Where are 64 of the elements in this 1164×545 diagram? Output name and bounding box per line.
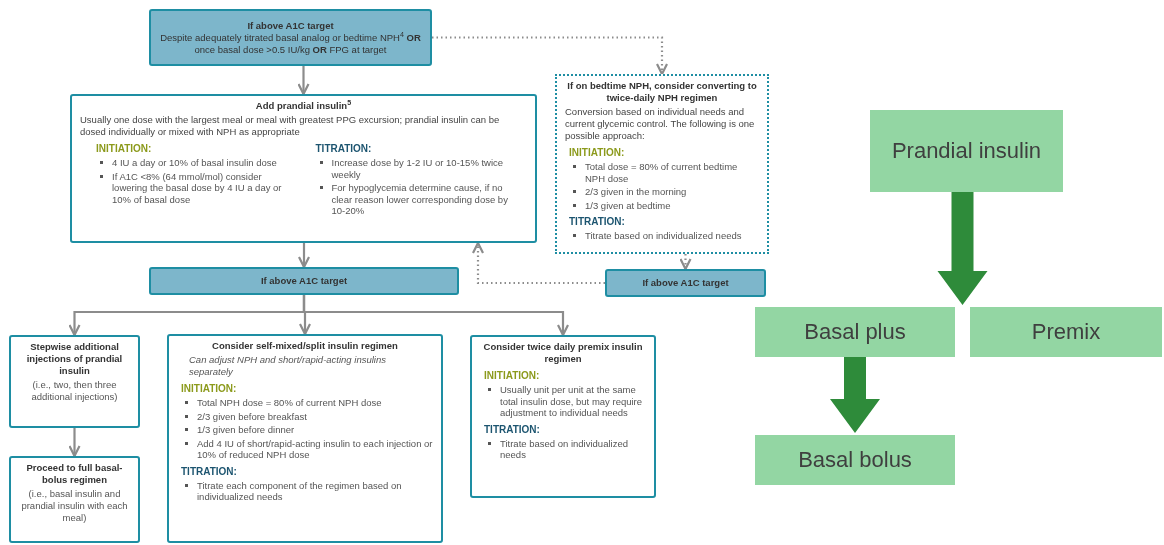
box-heading: Consider self-mixed/split insulin regimen bbox=[211, 340, 399, 352]
step-box bbox=[755, 307, 955, 357]
box-heading: Stepwise additional injections of prandial insulin bbox=[25, 341, 124, 377]
initiation-heading: INITIATION: bbox=[568, 146, 626, 159]
bullet-item: Increase dose by 1-2 IU or 10-15% twice weekly bbox=[319, 157, 515, 180]
titration-heading: TITRATION: bbox=[568, 215, 626, 228]
box-heading: If above A1C target bbox=[259, 275, 349, 287]
bullet-item: 2/3 given before breakfast bbox=[185, 410, 433, 422]
step-box bbox=[9, 335, 140, 428]
arrow bbox=[679, 254, 692, 271]
arrow bbox=[297, 243, 311, 269]
step-box bbox=[167, 334, 443, 543]
bullet-item: 2/3 given in the morning bbox=[573, 186, 759, 198]
condition-box bbox=[605, 269, 766, 297]
box-heading: If above A1C target bbox=[246, 19, 335, 32]
bullet-item: Usually unit per unit at the same total insulin dose, but may require adjustment to individual needs bbox=[488, 384, 646, 419]
initiation-heading: INITIATION: bbox=[180, 382, 238, 395]
bullet-item: Add 4 IU of short/rapid-acting insulin to each injection or 10% of reduced NPH dose bbox=[185, 437, 433, 461]
step-box bbox=[470, 335, 656, 498]
bullet-item: 4 IU a day or 10% of basal insulin dose bbox=[100, 157, 296, 169]
arrow bbox=[432, 36, 669, 76]
bullet-item: For hypoglycemia determine cause, if no clear reason lower corresponding dose by 10-20% bbox=[319, 182, 515, 217]
initiation-heading: INITIATION: bbox=[483, 369, 541, 382]
box-heading: If on bedtime NPH, consider converting to twice-daily NPH regimen bbox=[566, 80, 758, 104]
arrow bbox=[302, 295, 570, 337]
bullet-item: 1/3 given before dinner bbox=[185, 424, 433, 436]
titration-heading: TITRATION: bbox=[314, 142, 373, 155]
block-arrow bbox=[937, 192, 988, 305]
box-text: Can adjust NPH and short/rapid-acting insulins separately bbox=[188, 354, 387, 378]
step-box bbox=[755, 435, 955, 485]
arrow bbox=[297, 66, 310, 96]
box-heading: If above A1C target bbox=[641, 277, 730, 289]
box-text: Usually one dose with the largest meal or meal with greatest PPG excursion; prandial insulin can be dosed individually or mixed with NPH as appropriate bbox=[80, 114, 501, 138]
block-arrow bbox=[830, 357, 880, 433]
bullet-item: Total dose = 80% of current bedtime NPH dose bbox=[573, 161, 759, 184]
box-text: Conversion based on individual needs and current glycemic control. The following is one possible approach: bbox=[565, 106, 756, 142]
arrow bbox=[68, 428, 81, 458]
step-label: Premix bbox=[1031, 318, 1101, 346]
step-label: Basal bolus bbox=[798, 446, 912, 474]
box-text: (i.e., two, then three additional injections) bbox=[30, 379, 119, 403]
titration-heading: TITRATION: bbox=[483, 422, 541, 436]
step-box bbox=[70, 94, 537, 243]
option-box bbox=[555, 74, 769, 254]
condition-box bbox=[149, 267, 459, 295]
box-text: (i.e., basal insulin and prandial insulin with each meal) bbox=[20, 488, 129, 524]
box-text: Despite adequately titrated basal analog or bedtime NPH$^{4}$ OR once basal dose >0.5 IU/kg OR FPG at target bbox=[159, 31, 422, 56]
titration-heading: TITRATION: bbox=[180, 464, 238, 478]
step-box bbox=[970, 307, 1162, 357]
box-heading: Add prandial insulin$^{5}$ bbox=[254, 100, 353, 112]
bullet-item: If A1C <8% (64 mmol/mol) consider lowering the basal dose by 4 IU a day or 10% of basal dose bbox=[100, 170, 296, 205]
bullet-item: 1/3 given at bedtime bbox=[573, 199, 759, 211]
arrow bbox=[471, 241, 605, 285]
step-label: Prandial insulin bbox=[891, 137, 1042, 165]
step-label: Basal plus bbox=[804, 318, 906, 346]
bullet-item: Titrate based on individualized needs bbox=[488, 437, 646, 461]
condition-box bbox=[149, 9, 432, 66]
box-heading: Proceed to full basal-bolus regimen bbox=[25, 462, 124, 486]
step-box bbox=[870, 110, 1063, 192]
step-box bbox=[9, 456, 140, 543]
bullet-item: Titrate each component of the regimen based on individualized needs bbox=[185, 479, 433, 503]
bullet-item: Total NPH dose = 80% of current NPH dose bbox=[185, 397, 433, 409]
initiation-heading: INITIATION: bbox=[95, 142, 153, 155]
bullet-item: Titrate based on individualized needs bbox=[573, 230, 759, 242]
box-heading: Consider twice daily premix insulin regimen bbox=[482, 341, 644, 365]
